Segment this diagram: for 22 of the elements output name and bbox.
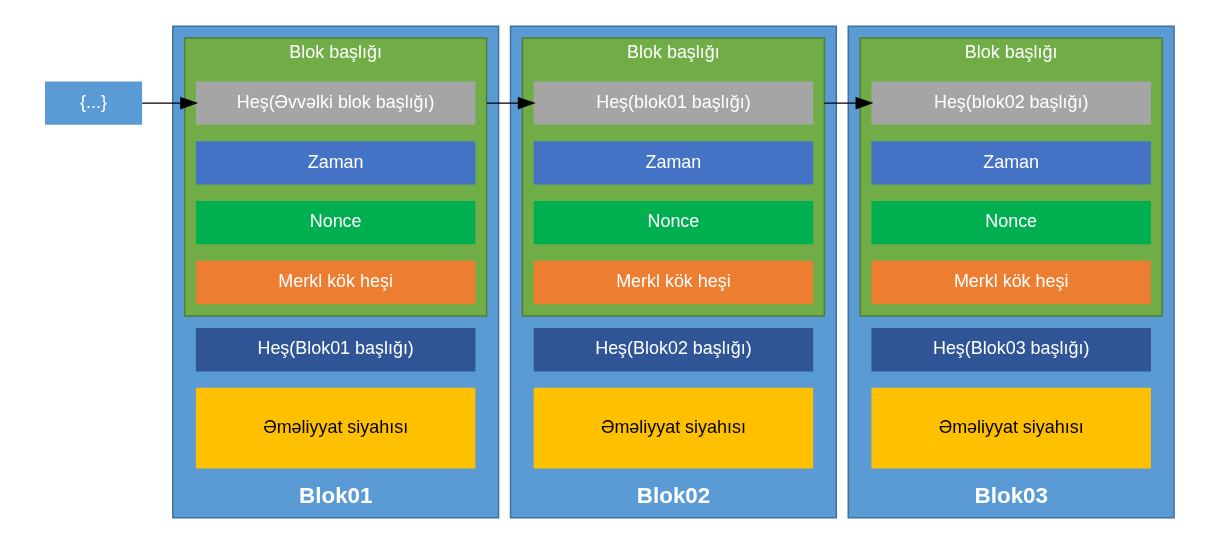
- node-box: Nonce: [533, 201, 813, 245]
- node-box: Heş(Blok01 başlığı): [195, 328, 475, 372]
- node-box: Əməliyyat siyahısı: [533, 387, 813, 469]
- node-box: Əməliyyat siyahısı: [870, 387, 1151, 469]
- node-box: Əməliyyat siyahısı: [195, 387, 475, 469]
- node-box: Nonce: [870, 201, 1151, 245]
- node-box: Heş(blok02 başlığı): [870, 81, 1151, 125]
- node-box: Merkl kök heşi: [870, 260, 1151, 305]
- node-box: Heş(Blok02 başlığı): [533, 328, 813, 372]
- node-box: {...}: [44, 81, 142, 125]
- node-box: Heş(blok01 başlığı): [533, 81, 813, 125]
- node-box: Merkl kök heşi: [533, 260, 813, 305]
- node-box: Heş(Əvvəlki blok başlığı): [195, 81, 475, 125]
- node-box: Nonce: [195, 201, 475, 245]
- node-box: Heş(Blok03 başlığı): [870, 328, 1151, 372]
- arrow: [141, 96, 198, 110]
- node-box: Zaman: [870, 141, 1151, 185]
- node-box: Merkl kök heşi: [195, 260, 475, 305]
- arrow: [823, 96, 873, 110]
- arrow: [485, 96, 536, 110]
- node-box: Zaman: [533, 141, 813, 185]
- node-box: Zaman: [195, 141, 475, 185]
